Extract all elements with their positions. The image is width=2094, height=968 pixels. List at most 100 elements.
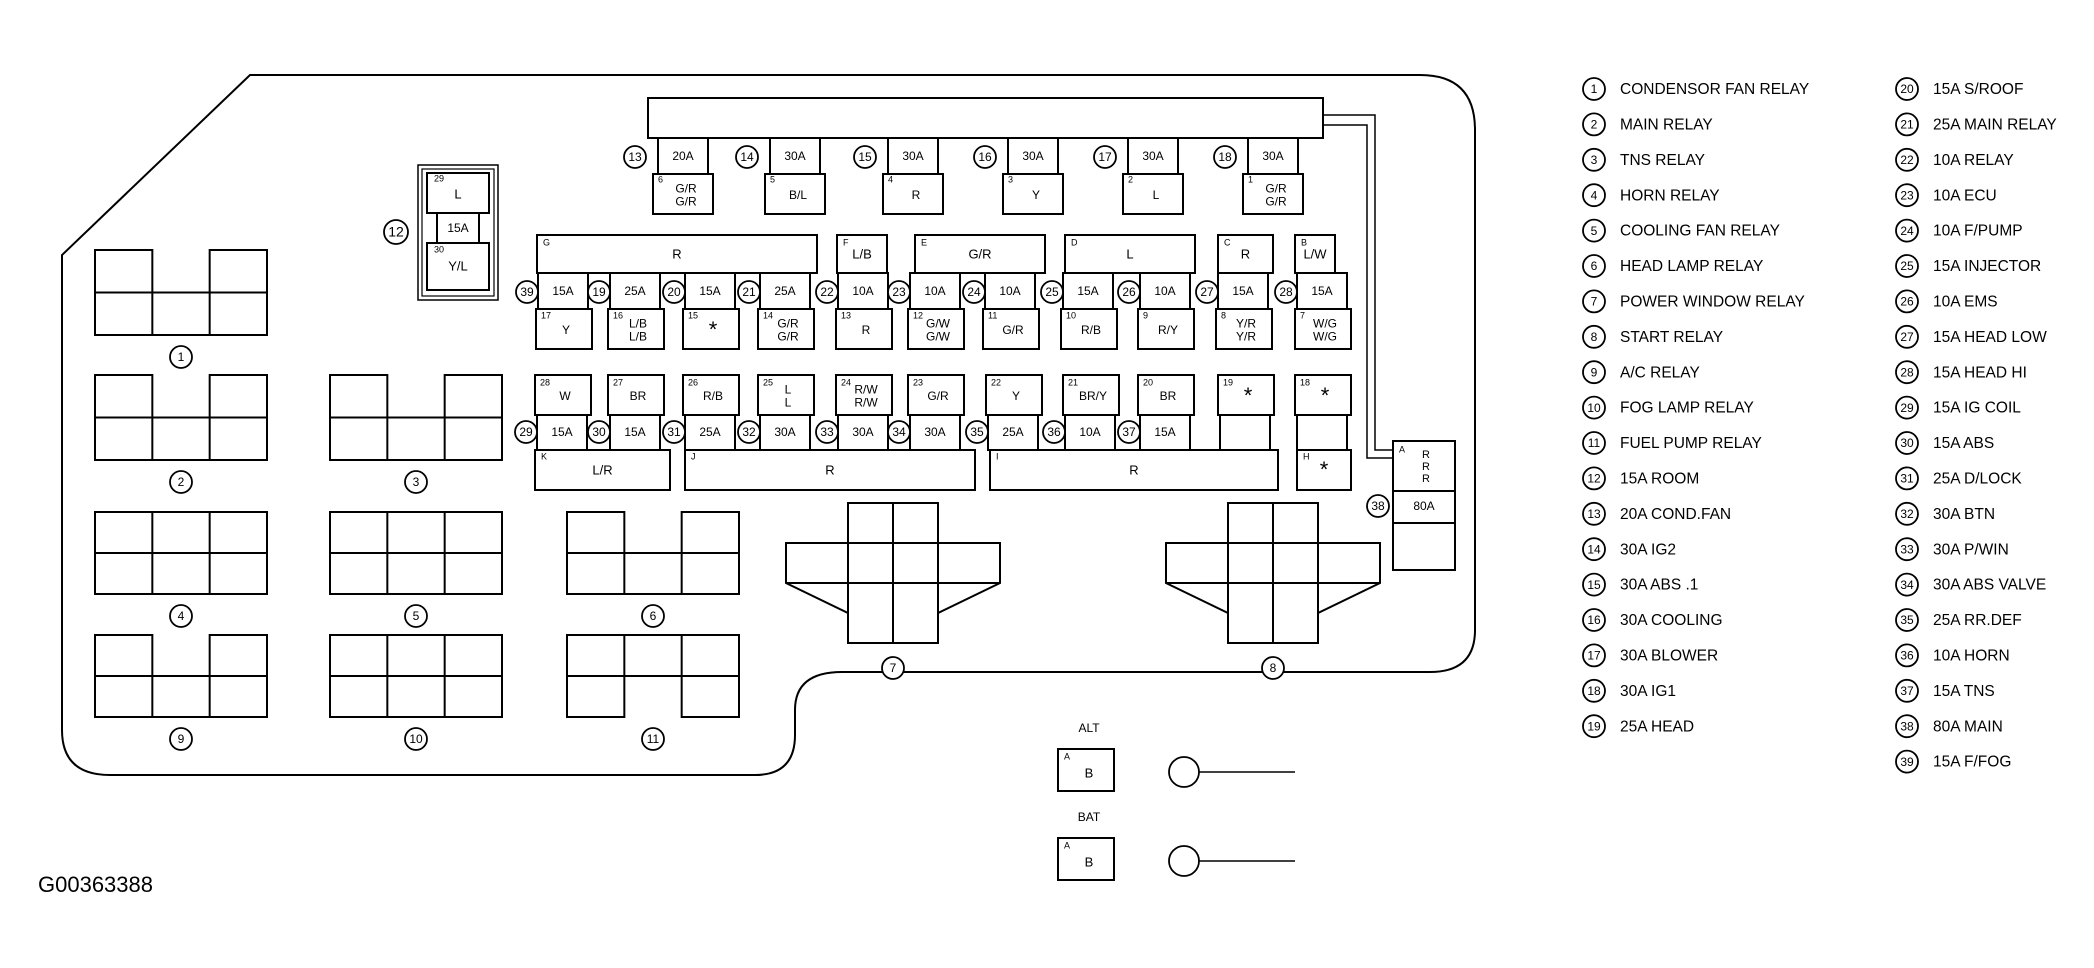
- row2-fuse-35-callout-circle: [965, 420, 989, 444]
- legend-13-number-circle: [1582, 501, 1606, 526]
- top-fuse-15-callout-circle: [853, 145, 877, 169]
- legend-8-text: START RELAY: [1620, 329, 1723, 346]
- row1-fuse-23-connector: [907, 308, 965, 350]
- top-fuse-16-connector: [1002, 173, 1064, 215]
- top-fuse-wire: L: [1153, 188, 1160, 202]
- legend-4-number-number: 4: [1591, 188, 1598, 202]
- row1-fuse-pos: 16: [613, 310, 623, 320]
- relay-10-callout-circle: [404, 727, 428, 751]
- legend-15-text: 30A ABS .1: [1620, 577, 1698, 594]
- relay-9-callout-circle: [169, 727, 193, 751]
- legend-37-text: 15A TNS: [1933, 683, 1995, 700]
- row2-fuse-33-callout-circle: [815, 420, 839, 444]
- top-fuse-wire: G/R: [1265, 182, 1287, 196]
- row2-connector-pos: K: [541, 451, 547, 461]
- row1-fuse-wire: R/B: [1081, 323, 1101, 337]
- legend-24-text: 10A F/PUMP: [1933, 223, 2023, 240]
- top-fuse-16-callout-number: 16: [978, 150, 992, 164]
- top-fuse-amp: 30A: [1022, 149, 1043, 163]
- row2-fuse-wire: BR: [630, 389, 647, 403]
- legend-4-number-circle: [1582, 183, 1606, 208]
- relay-2-callout-circle: [169, 470, 193, 494]
- legend-37-number-circle: [1895, 678, 1919, 703]
- legend-18-number-circle: [1582, 678, 1606, 703]
- row1-fuse-20-callout-number: 20: [667, 285, 681, 299]
- top-fuse-amp: 30A: [902, 149, 923, 163]
- row2-fuse-wire: *: [1321, 383, 1330, 408]
- row1-fuse-wire: G/W: [926, 317, 951, 331]
- row1-fuse-22-connector: [835, 308, 893, 350]
- legend-20-text: 15A S/ROOF: [1933, 81, 2023, 98]
- main-connector-wire: R: [1422, 473, 1430, 485]
- relay-3-callout-circle: [404, 470, 428, 494]
- bat-terminal-ring: [1168, 845, 1200, 877]
- legend-35-text: 25A RR.DEF: [1933, 612, 2022, 629]
- row1-fuse-wire: L/B: [629, 330, 647, 344]
- row1-fuse-wire: Y: [562, 323, 570, 337]
- relay-4-callout-number: 4: [178, 609, 185, 623]
- image-code: G00363388: [38, 872, 153, 897]
- legend-38-number-circle: [1895, 714, 1919, 739]
- bus-wire-2: [1323, 124, 1393, 459]
- row1-fuse-20-connector: [682, 308, 740, 350]
- top-fuse-wire: R: [912, 188, 921, 202]
- legend-3-number-number: 3: [1591, 153, 1598, 167]
- row1-connector-pos: G: [543, 237, 550, 247]
- row1-fuse-pos: 15: [688, 310, 698, 320]
- legend-9-text: A/C RELAY: [1620, 364, 1700, 381]
- row1-fuse-21-callout-number: 21: [742, 285, 756, 299]
- row2-fuse-wire: BR/Y: [1079, 389, 1107, 403]
- relay-7-callout-circle: [881, 656, 905, 680]
- legend-12-number-circle: [1582, 466, 1606, 491]
- relay-11-callout-number: 11: [647, 732, 660, 746]
- relay-8-callout-number: 8: [1270, 661, 1277, 675]
- row2-fuse-wire: W: [559, 389, 571, 403]
- legend-13-number-number: 13: [1587, 507, 1601, 521]
- row2-fuse-pos: 26: [688, 377, 698, 387]
- row1-fuse-pos: 7: [1300, 310, 1305, 320]
- relay-1-cell: [94, 249, 154, 294]
- row2-connector-wire: R: [825, 462, 834, 477]
- row1-connector-wire: L/B: [852, 246, 872, 261]
- legend-16-number-number: 16: [1587, 613, 1601, 627]
- row1-fuse-amp: 15A: [1232, 284, 1253, 298]
- top-fuse-pos: 3: [1008, 174, 1013, 184]
- relay-11-callout-circle: [641, 727, 665, 751]
- legend-12-number-number: 12: [1587, 472, 1601, 486]
- row2-fuse-37-callout-number: 37: [1122, 425, 1136, 439]
- relay-12-top-wire: L: [454, 186, 461, 201]
- legend-14-number-circle: [1582, 537, 1606, 562]
- legend-1-text: CONDENSOR FAN RELAY: [1620, 81, 1809, 98]
- row1-fuse-26-connector: [1137, 308, 1195, 350]
- relay-12-bottom-pos: 30: [434, 244, 444, 254]
- row2-fuse-amp: 15A: [551, 425, 572, 439]
- legend-10-text: FOG LAMP RELAY: [1620, 400, 1754, 417]
- row1-fuse-pos: 9: [1143, 310, 1148, 320]
- row1-fuse-21-callout-circle: [737, 280, 761, 304]
- legend-30-number-circle: [1895, 431, 1919, 455]
- legend-4-text: HORN RELAY: [1620, 187, 1720, 204]
- legend-29-text: 15A IG COIL: [1933, 400, 2021, 417]
- fuse-box-outline: [61, 74, 1476, 776]
- legend-29-number-number: 29: [1900, 401, 1914, 415]
- legend-19-number-circle: [1582, 714, 1606, 739]
- legend-20-number-number: 20: [1900, 82, 1914, 96]
- row2-fuse-30-callout-circle: [587, 420, 611, 444]
- legend-33-number-number: 33: [1900, 542, 1914, 556]
- legend-8-number-circle: [1582, 324, 1606, 349]
- row1-fuse-22-callout-circle: [815, 280, 839, 304]
- legend-14-text: 30A IG2: [1620, 541, 1676, 558]
- row2-fuse-amp: 30A: [924, 425, 945, 439]
- row2-fuse-34-callout-circle: [887, 420, 911, 444]
- relay-8-wing-left: [1165, 542, 1229, 615]
- legend-38-text: 80A MAIN: [1933, 718, 2003, 735]
- relay-6-callout-circle: [641, 604, 665, 628]
- row1-connector-wire: R: [1241, 246, 1250, 261]
- main-connector-wire: R: [1422, 449, 1430, 461]
- row1-fuse-39-callout-circle: [515, 280, 539, 304]
- row2-connector-J: [684, 449, 976, 491]
- top-fuse-15-connector: [882, 173, 944, 215]
- row1-fuse-wire: R/Y: [1158, 323, 1178, 337]
- top-fuse-wire: G/R: [675, 182, 697, 196]
- legend-12-text: 15A ROOM: [1620, 470, 1699, 487]
